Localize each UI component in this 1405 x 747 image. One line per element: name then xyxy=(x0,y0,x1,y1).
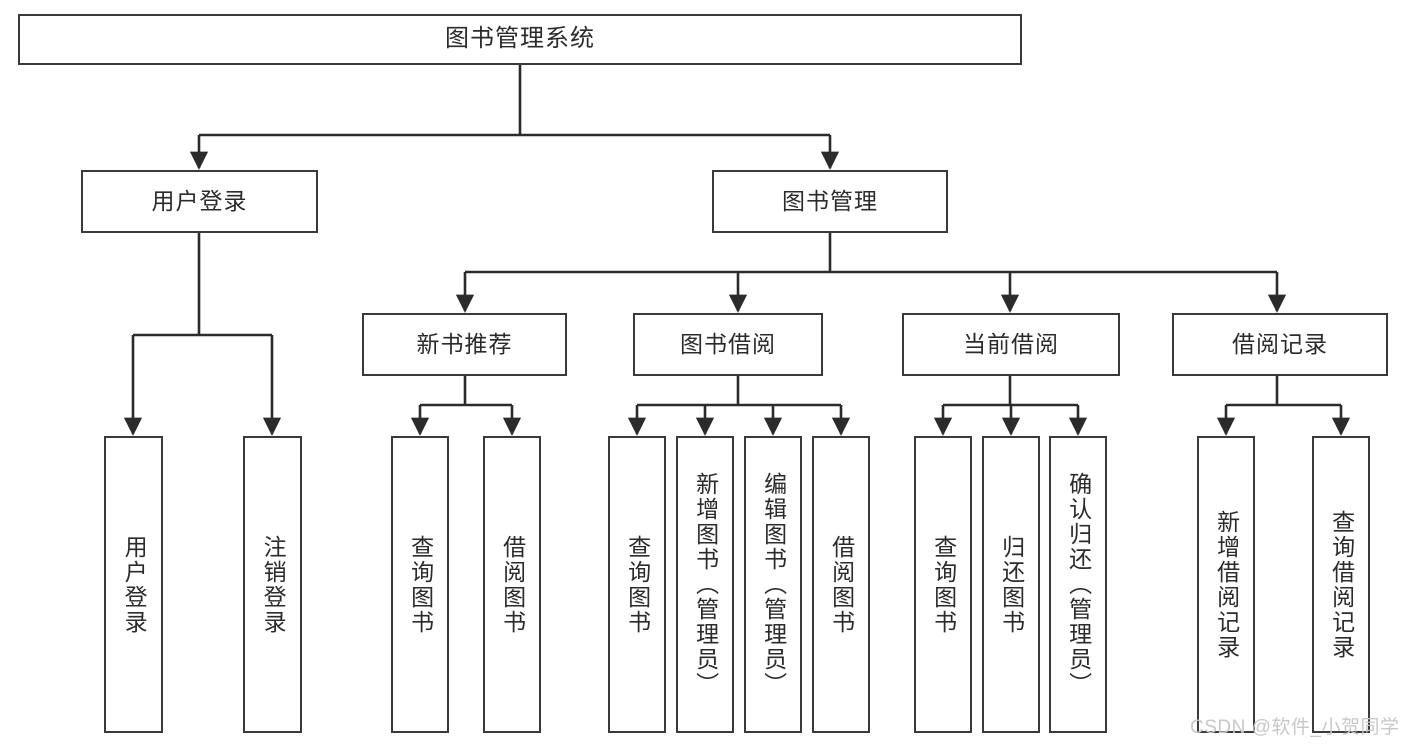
node-book-management[interactable]: 图书管理 xyxy=(712,170,948,233)
leaf-user-login[interactable]: 用户登录 xyxy=(104,436,163,733)
leaf-add-book-admin[interactable]: 新增图书（管理员） xyxy=(676,436,734,733)
leaf-borrow-book-recommend[interactable]: 借阅图书 xyxy=(483,436,541,733)
node-current-borrow[interactable]: 当前借阅 xyxy=(902,313,1120,376)
node-label: 注销登录 xyxy=(260,534,287,635)
leaf-query-book-recommend[interactable]: 查询图书 xyxy=(391,436,449,733)
node-label: 借阅图书 xyxy=(828,534,855,635)
node-label: 确认归还（管理员） xyxy=(1065,472,1092,697)
leaf-add-borrow-record[interactable]: 新增借阅记录 xyxy=(1197,436,1255,733)
node-borrow-records[interactable]: 借阅记录 xyxy=(1172,313,1388,376)
leaf-borrow-book[interactable]: 借阅图书 xyxy=(812,436,870,733)
node-root-system[interactable]: 图书管理系统 xyxy=(18,14,1022,65)
node-label: 查询借阅记录 xyxy=(1328,509,1355,660)
node-label: 图书管理系统 xyxy=(445,25,595,53)
leaf-edit-book-admin[interactable]: 编辑图书（管理员） xyxy=(744,436,802,733)
node-label: 用户登录 xyxy=(121,534,148,635)
node-label: 图书管理 xyxy=(782,187,878,214)
node-label: 用户登录 xyxy=(151,187,248,214)
node-label: 新增借阅记录 xyxy=(1213,509,1240,660)
node-label: 新增图书（管理员） xyxy=(692,472,719,697)
node-label: 借阅记录 xyxy=(1232,330,1328,357)
node-label: 编辑图书（管理员） xyxy=(760,472,787,697)
node-label: 查询图书 xyxy=(407,534,434,635)
node-book-borrow[interactable]: 图书借阅 xyxy=(633,313,823,376)
node-label: 借阅图书 xyxy=(499,534,526,635)
node-label: 查询图书 xyxy=(930,534,957,635)
node-label: 查询图书 xyxy=(624,534,651,635)
leaf-return-book[interactable]: 归还图书 xyxy=(982,436,1040,733)
leaf-logout[interactable]: 注销登录 xyxy=(243,436,302,733)
leaf-query-borrow-record[interactable]: 查询借阅记录 xyxy=(1312,436,1370,733)
node-label: 当前借阅 xyxy=(963,330,1059,357)
node-label: 归还图书 xyxy=(998,534,1025,635)
leaf-confirm-return-admin[interactable]: 确认归还（管理员） xyxy=(1049,436,1107,733)
node-label: 新书推荐 xyxy=(416,330,513,357)
node-label: 图书借阅 xyxy=(680,330,776,357)
node-new-book-recommend[interactable]: 新书推荐 xyxy=(362,313,567,376)
leaf-query-book-borrow[interactable]: 查询图书 xyxy=(608,436,666,733)
node-user-login[interactable]: 用户登录 xyxy=(81,170,318,233)
leaf-query-book-current[interactable]: 查询图书 xyxy=(914,436,972,733)
